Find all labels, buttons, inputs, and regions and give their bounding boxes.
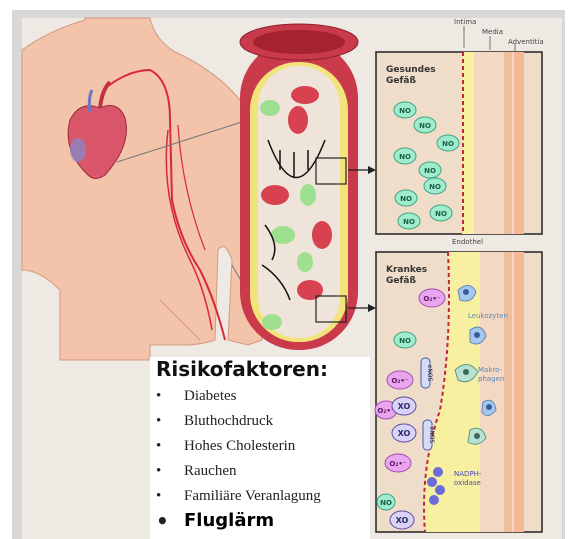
vessel-tube: [240, 24, 358, 350]
enos-label: eNOS: [426, 365, 433, 382]
no-label: NO: [429, 183, 441, 191]
list-item: Bluthochdruck: [150, 410, 321, 435]
risk-factor-list: Diabetes Bluthochdruck Hohes Cholesterin…: [150, 385, 321, 535]
superoxide-label: O₂•⁻: [423, 295, 440, 303]
label-leukozyten: Leukozyten: [468, 312, 508, 320]
enos-label: eNOS: [428, 427, 435, 444]
risk-factor-box: Risikofaktoren: Diabetes Bluthochdruck H…: [150, 357, 370, 539]
label-nadph-1: NADPH-: [454, 470, 482, 478]
xo-label: XO: [398, 429, 411, 438]
list-item: Hohes Cholesterin: [150, 435, 321, 460]
xo-label: XO: [396, 516, 409, 525]
superoxide-label: O₂•⁻: [389, 460, 406, 468]
label-makrophagen-1: Makro-: [478, 366, 503, 374]
no-label: NO: [399, 107, 411, 115]
list-item: Diabetes: [150, 385, 321, 410]
list-item-fluglaerm: Fluglärm: [150, 510, 321, 535]
xo-label: XO: [398, 402, 411, 411]
list-item: Familiäre Veranlagung: [150, 485, 321, 510]
superoxide-label: O₂•⁻: [391, 377, 408, 385]
diseased-title-1: Krankes: [386, 265, 427, 275]
healthy-title-2: Gefäß: [386, 76, 416, 86]
label-media: Media: [482, 28, 503, 36]
label-adventitia: Adventitia: [508, 38, 544, 46]
risk-factors-title: Risikofaktoren:: [156, 357, 328, 381]
no-label: NO: [399, 337, 411, 345]
healthy-title-1: Gesundes: [386, 65, 436, 75]
label-endothel: Endothel: [452, 238, 483, 246]
list-item: Rauchen: [150, 460, 321, 485]
no-label: NO: [400, 195, 412, 203]
no-label: NO: [424, 167, 436, 175]
label-nadph-2: oxidase: [454, 479, 481, 487]
no-label: NO: [403, 218, 415, 226]
no-label: NO: [419, 122, 431, 130]
no-label: NO: [442, 140, 454, 148]
label-makrophagen-2: phagen: [478, 375, 504, 383]
no-label: NO: [380, 499, 392, 507]
no-label: NO: [399, 153, 411, 161]
diseased-title-2: Gefäß: [386, 276, 416, 286]
no-label: NO: [435, 210, 447, 218]
label-intima: Intima: [454, 18, 476, 26]
